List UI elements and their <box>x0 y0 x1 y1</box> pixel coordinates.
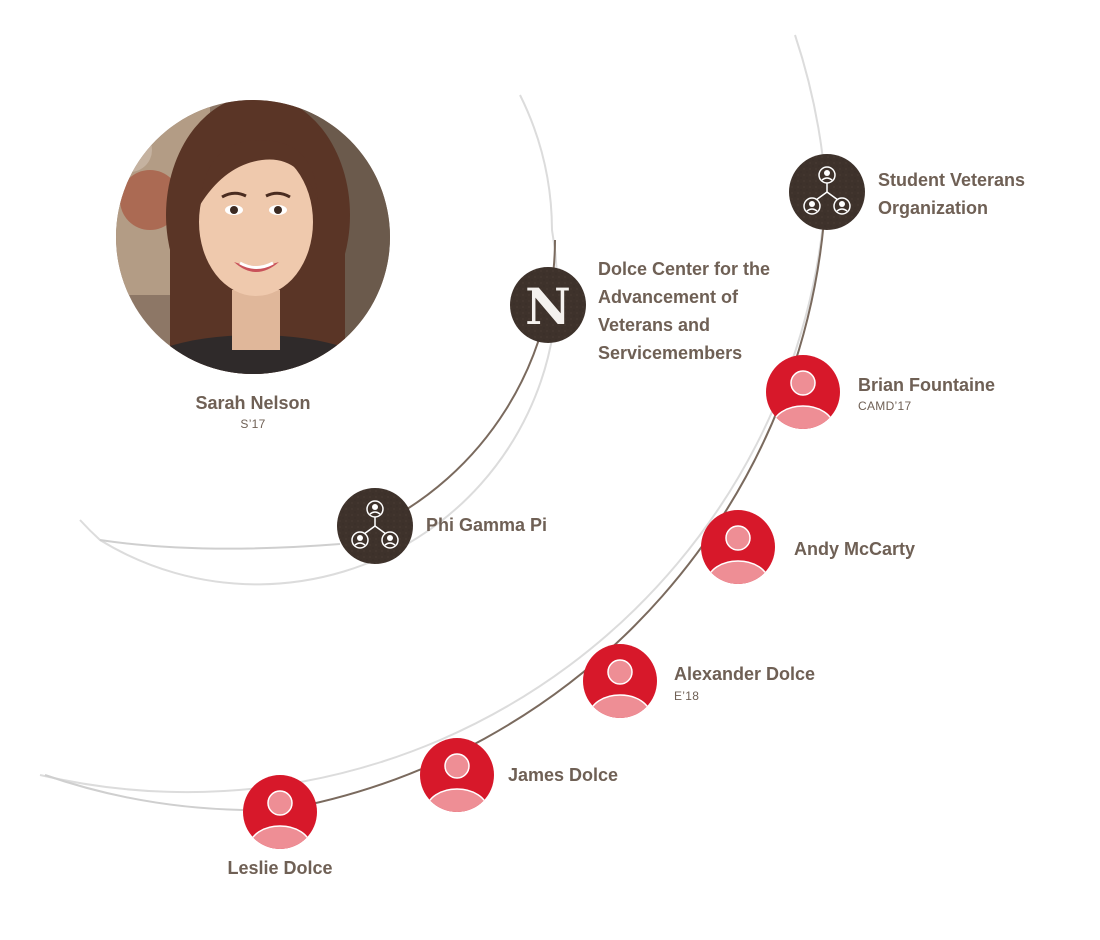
connector-line <box>99 539 341 550</box>
group-node-phi-gamma-pi[interactable] <box>337 488 413 564</box>
group-node-student-veterans[interactable] <box>789 154 865 230</box>
label-dolce-center[interactable]: Dolce Center for the Advancement of Vete… <box>598 255 818 367</box>
label-brian-fountaine[interactable]: Brian Fountaine <box>858 375 996 395</box>
label-line: Student Veterans <box>878 170 1026 190</box>
label-alexander-dolce[interactable]: Alexander Dolce <box>674 664 816 684</box>
person-node-james-dolce[interactable] <box>420 738 494 829</box>
label-leslie-dolce[interactable]: Leslie Dolce <box>227 858 333 878</box>
label-line: Organization <box>878 198 989 218</box>
institution-node-dolce-center[interactable]: N <box>510 267 586 343</box>
profile-class-year: S’17 <box>240 417 266 431</box>
profile-name: Sarah Nelson <box>195 393 311 413</box>
label-line: Advancement of <box>598 287 739 307</box>
sub-alexander-dolce: E’18 <box>674 689 700 703</box>
sub-brian-fountaine: CAMD’17 <box>858 399 912 413</box>
profile-photo <box>116 100 390 374</box>
label-andy-mccarty[interactable]: Andy McCarty <box>794 539 916 559</box>
person-node-andy-mccarty[interactable] <box>701 510 775 601</box>
northeastern-n-logo: N <box>524 276 571 337</box>
connector-line <box>44 774 244 811</box>
group-network-icon <box>803 166 851 215</box>
group-network-icon <box>351 500 399 549</box>
connector-line <box>281 191 827 811</box>
person-node-leslie-dolce[interactable] <box>243 775 317 866</box>
label-phi-gamma-pi[interactable]: Phi Gamma Pi <box>426 515 548 535</box>
label-line: Servicemembers <box>598 343 743 363</box>
label-line: Veterans and <box>598 315 711 335</box>
label-line: Dolce Center for the <box>598 259 771 279</box>
person-icon <box>426 753 488 812</box>
svg-text:N: N <box>525 277 571 336</box>
inner-ring <box>79 94 558 586</box>
person-node-brian-fountaine[interactable] <box>766 355 840 446</box>
label-james-dolce[interactable]: James Dolce <box>508 765 619 785</box>
person-node-alexander-dolce[interactable] <box>583 644 657 735</box>
label-student-veterans[interactable]: Student Veterans Organization <box>878 166 1078 222</box>
